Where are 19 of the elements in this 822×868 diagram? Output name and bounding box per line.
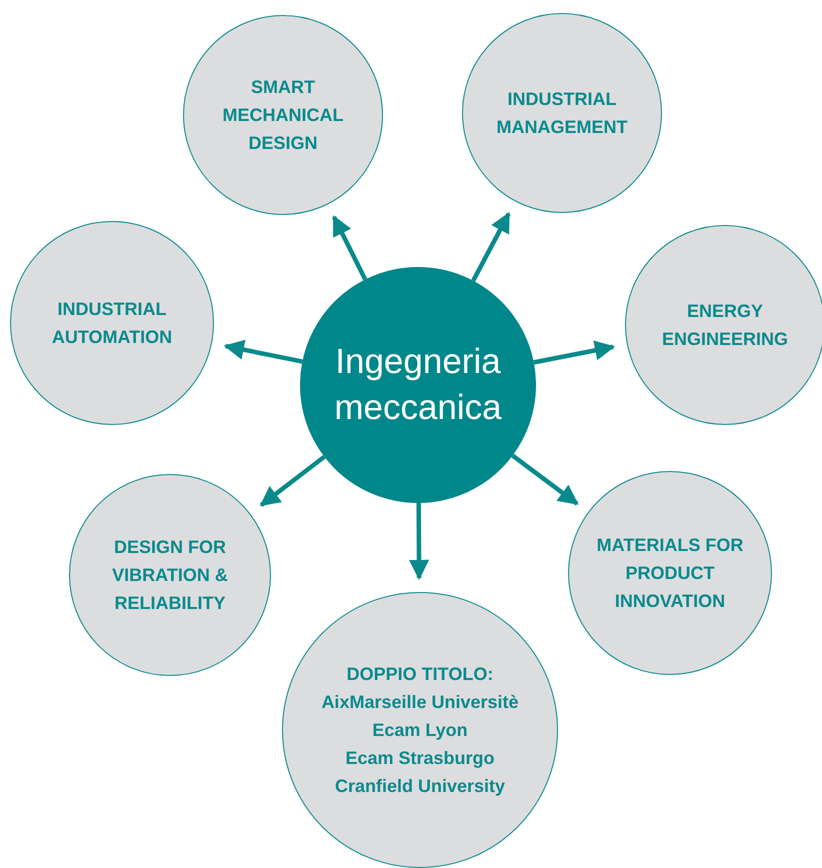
circle-heading: DOPPIO TITOLO: [346,663,494,686]
arrow [332,215,368,280]
circle-text: AixMarseille Universitè [321,691,519,714]
circle-label: INDUSTRIAL MANAGEMENT [495,88,628,139]
circle-text: Cranfield University [334,775,506,798]
circle-label: INDUSTRIAL AUTOMATION [50,298,174,349]
circle-text: Ecam Strasburgo [345,747,495,770]
circle-label: MATERIALS FOR PRODUCT INNOVATION [596,534,744,613]
circle-label: ENERGY ENGINEERING [660,300,789,351]
circle-text: Ecam Lyon [372,719,468,742]
circle-label: SMART MECHANICAL DESIGN [221,76,344,155]
topic-title: Ingegneria meccanica [333,341,503,429]
circle-label: DESIGN FOR VIBRATION & RELIABILITY [111,536,229,615]
arrow [533,340,616,365]
arrow [471,212,511,282]
arrow [224,340,303,364]
arrow [511,454,579,506]
arrow [408,502,430,580]
arrow [260,454,326,507]
